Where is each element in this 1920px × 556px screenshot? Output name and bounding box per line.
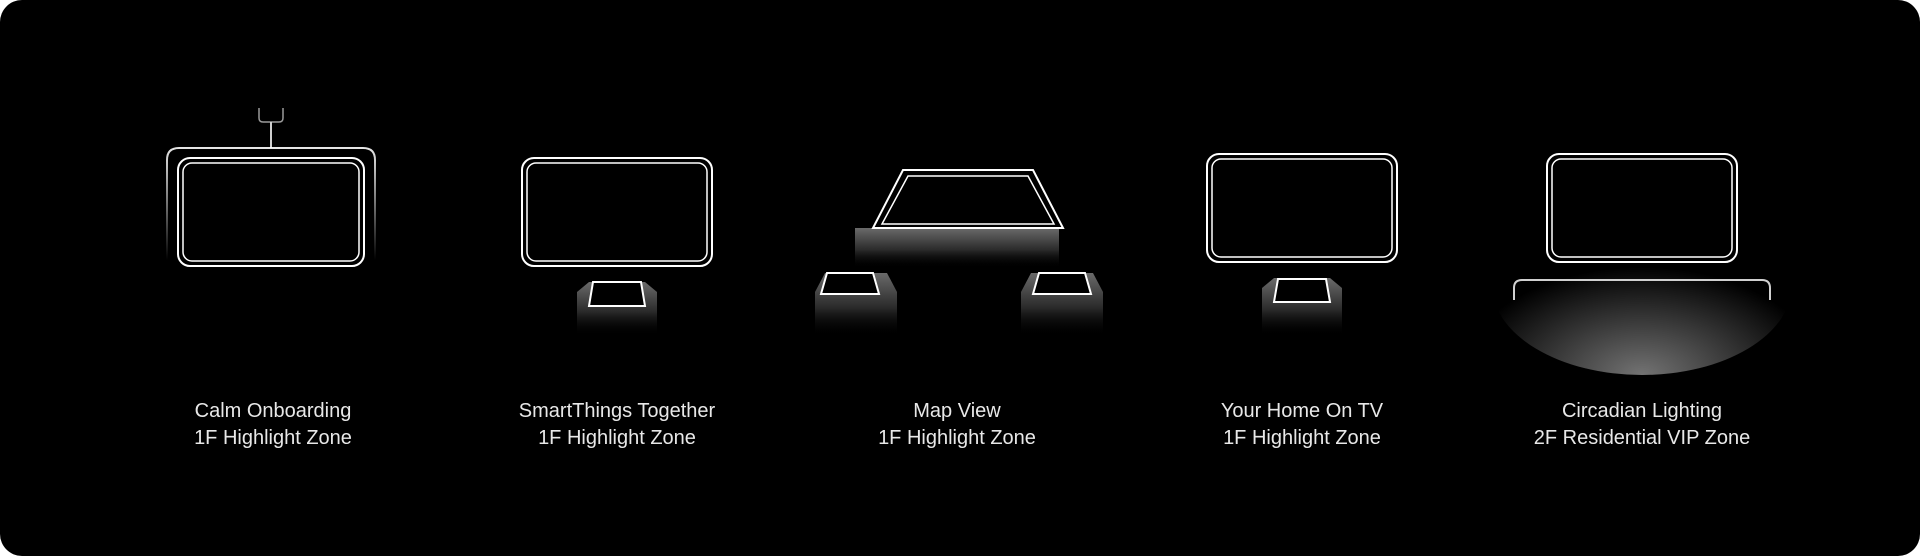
zone-caption: Map View 1F Highlight Zone	[807, 398, 1107, 452]
zone-title: Calm Onboarding	[194, 400, 352, 422]
zone-subtitle: 1F Highlight Zone	[1223, 427, 1381, 449]
tv-with-phone-icon	[1206, 153, 1398, 336]
zone-subtitle: 2F Residential VIP Zone	[1533, 427, 1751, 449]
zone-title: Map View	[913, 400, 1001, 422]
zone-title: SmartThings Together	[518, 400, 716, 422]
zone-calm-onboarding: Calm Onboarding 1F Highlight Zone	[123, 0, 423, 556]
zone-map-view: Map View 1F Highlight Zone	[807, 0, 1107, 556]
zone-subtitle: 1F Highlight Zone	[538, 427, 696, 449]
table-display-with-phones-icon	[815, 169, 1103, 336]
zone-caption: Circadian Lighting 2F Residential VIP Zo…	[1492, 398, 1792, 452]
tv-with-phone-icon	[521, 157, 713, 336]
zone-title: Your Home On TV	[1220, 400, 1384, 422]
zone-subtitle: 1F Highlight Zone	[194, 427, 352, 449]
zone-your-home-on-tv: Your Home On TV 1F Highlight Zone	[1152, 0, 1452, 556]
zone-caption: Calm Onboarding 1F Highlight Zone	[123, 398, 423, 452]
zone-caption: SmartThings Together 1F Highlight Zone	[467, 398, 767, 452]
zone-caption: Your Home On TV 1F Highlight Zone	[1152, 398, 1452, 452]
zone-title: Circadian Lighting	[1561, 400, 1723, 422]
zone-subtitle: 1F Highlight Zone	[878, 427, 1036, 449]
tv-with-light-bar-icon	[1492, 153, 1792, 375]
zone-smartthings-together: SmartThings Together 1F Highlight Zone	[467, 0, 767, 556]
zone-circadian-lighting: Circadian Lighting 2F Residential VIP Zo…	[1492, 0, 1792, 556]
wall-tv-icon	[166, 108, 376, 267]
